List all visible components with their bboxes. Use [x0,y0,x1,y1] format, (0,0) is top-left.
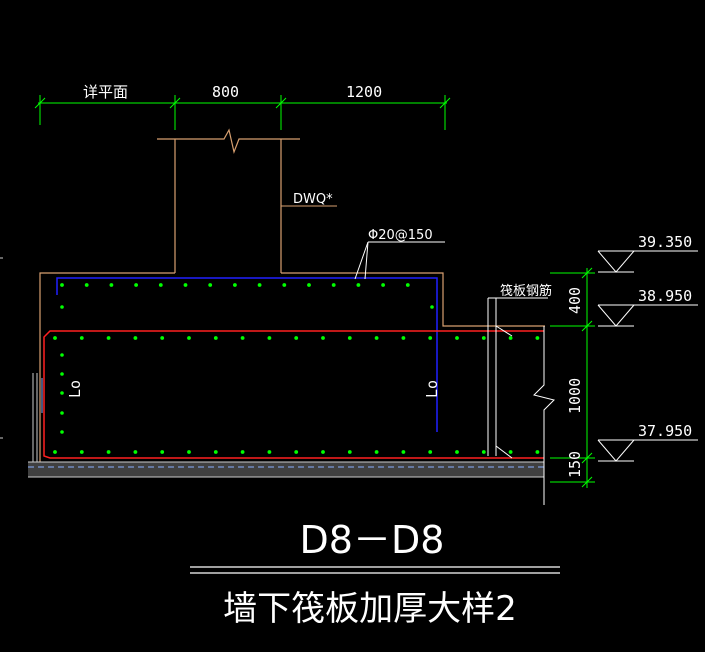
rebar-dots-bottom [53,450,540,454]
raft-rebar-label: 筏板钢筋 [500,283,552,299]
rebar-dot [208,283,213,287]
lo-left-label: Lo [66,380,84,398]
elevation-top-label: 39.350 [638,233,692,251]
section-title: D8－D8 [300,518,445,562]
rebar-red [43,330,544,459]
left-side-lines [32,373,43,462]
elevation-mark-top [597,250,698,273]
rebar-dot [401,336,406,340]
rebar-dot [84,283,89,287]
rebar-dot [294,450,299,454]
rebar-dot [79,336,84,340]
rebar-dot [508,450,513,454]
rebar-dots-top [60,283,410,287]
rebar-dot [381,283,385,287]
rebar-dot [374,450,379,454]
rebar-dot [160,450,165,454]
rebar-callout-leader [354,241,445,280]
rebar-dot [455,450,459,454]
rebar-dots-side [60,305,434,434]
rebar-dot [481,450,486,454]
rebar-dot [294,336,299,340]
dim-1000-label: 1000 [566,378,584,414]
rebar-dot [133,450,138,454]
right-break-line [533,326,555,505]
rebar-dot [307,283,311,287]
rebar-dot [53,336,57,340]
rebar-blue [56,277,438,432]
dim-detail-plan-label: 详平面 [83,83,128,101]
rebar-dot [60,283,64,287]
rebar-dot [535,450,540,454]
rebar-dot [233,283,237,287]
raft-slab-outline [39,272,545,462]
rebar-dot [321,450,325,454]
rebar-dot [535,336,540,340]
rebar-dot [240,336,245,340]
rebar-dot [133,336,138,340]
elevation-bottom-label: 37.950 [638,422,692,440]
rebar-dot [374,336,379,340]
rebar-dot [282,283,287,287]
rebar-dot [356,283,361,287]
rebar-dot [455,336,459,340]
rebar-dot [109,283,114,287]
detail-title: 墙下筏板加厚大样2 [223,589,517,629]
rebar-dot [405,283,410,287]
rebar-dot [240,450,245,454]
rebar-dot [508,336,513,340]
rebar-dot [53,450,57,454]
rebar-dot [321,336,325,340]
rebar-dot [134,283,139,287]
rebar-dot [428,450,433,454]
rebar-dot [106,336,111,340]
rebar-dot [481,336,486,340]
dim-1200-label: 1200 [346,83,382,101]
rebar-dot [187,450,191,454]
rebar-dot [187,336,191,340]
rebar-dots-middle [53,336,540,340]
rebar-dot [267,336,272,340]
rebar-dot [267,450,272,454]
dwq-label: DWQ* [293,192,333,207]
elevation-mark-bottom [597,439,698,462]
rebar-spec-label: Φ20@150 [368,228,433,243]
rebar-dot [79,450,84,454]
wall-outline [157,128,300,273]
lo-right-label: Lo [423,380,441,398]
title-underlines [190,566,560,574]
rebar-dot [347,336,352,340]
rebar-dot [158,283,163,287]
rebar-dot [183,283,188,287]
elevation-mark-mid [597,304,698,327]
rebar-dot [331,283,336,287]
right-dimension-chain [550,267,595,488]
rebar-dot [213,450,218,454]
rebar-dot [428,336,433,340]
rebar-dot [160,336,165,340]
rebar-dot [401,450,406,454]
rebar-dot [347,450,352,454]
rebar-dot [106,450,111,454]
elevation-mid-label: 38.950 [638,287,692,305]
left-edge-ticks [0,257,3,439]
dim-800-label: 800 [212,83,239,101]
top-dimension-chain [34,95,451,130]
rebar-dot [213,336,218,340]
raft-rebar-leader [487,297,548,459]
dim-150-label: 150 [566,451,584,478]
blinding-layer [28,461,544,478]
rebar-dot [257,283,262,287]
dim-400-label: 400 [566,287,584,314]
